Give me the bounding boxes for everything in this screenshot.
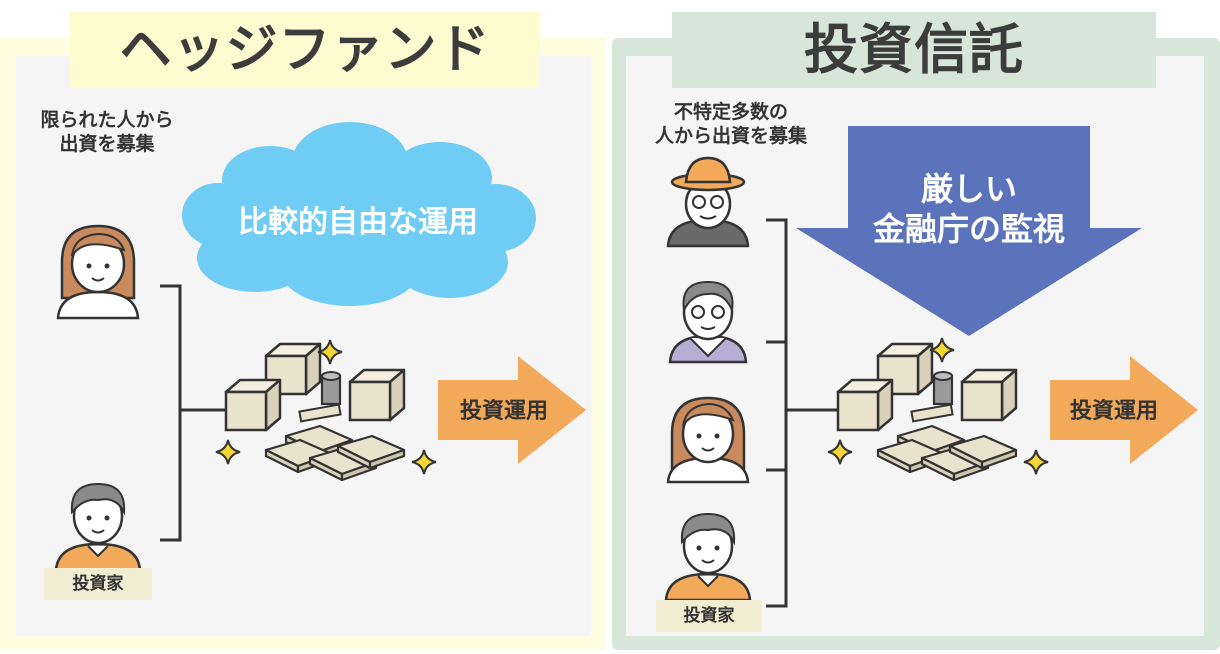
bracket-lines-left <box>160 284 226 542</box>
investment-arrow-left-text: 投資運用 <box>460 398 548 424</box>
regulation-text-line2: 金融庁の監視 <box>872 210 1065 248</box>
investment-arrow-right-text: 投資運用 <box>1070 398 1158 424</box>
hedge-fund-caption-line2: 出資を募集 <box>59 133 155 155</box>
investment-trust-caption-line2: 人から出資を募集 <box>654 125 807 147</box>
regulation-text-line1: 厳しい <box>921 170 1017 208</box>
investment-arrow-right <box>1050 356 1198 464</box>
cloud-shape <box>182 122 536 306</box>
sparkle-icon <box>411 449 437 475</box>
money-pile-left-icon <box>224 342 406 482</box>
sparkle-icon <box>215 439 241 465</box>
hedge-fund-title: ヘッジファンド <box>70 12 540 88</box>
investor-label-left: 投資家 <box>44 568 152 600</box>
sparkle-icon <box>317 339 343 365</box>
investor-label-right: 投資家 <box>656 600 762 632</box>
woman-avatar-icon <box>56 224 140 320</box>
regulation-down-arrow <box>796 126 1142 336</box>
man-avatar-icon <box>54 482 142 572</box>
elderly-woman-avatar-icon <box>668 280 748 364</box>
woman-avatar-icon <box>666 396 750 484</box>
investment-trust-title: 投資信託 <box>672 12 1156 88</box>
sparkle-icon <box>929 337 955 363</box>
investment-arrow-left <box>438 356 586 464</box>
hedge-fund-caption-line1: 限られた人から <box>40 109 174 131</box>
hat-man-avatar-icon <box>666 156 750 248</box>
sparkle-icon <box>827 439 853 465</box>
sparkle-icon <box>1023 449 1049 475</box>
investment-trust-caption: 不特定多数の 人から出資を募集 <box>616 100 846 148</box>
bracket-lines-right <box>766 218 840 608</box>
hedge-fund-caption: 限られた人から 出資を募集 <box>12 108 202 156</box>
investment-trust-caption-line1: 不特定多数の <box>673 101 788 123</box>
money-pile-right-icon <box>836 342 1018 482</box>
man-avatar-icon <box>664 512 752 602</box>
cloud-text: 比較的自由な運用 <box>238 205 478 240</box>
